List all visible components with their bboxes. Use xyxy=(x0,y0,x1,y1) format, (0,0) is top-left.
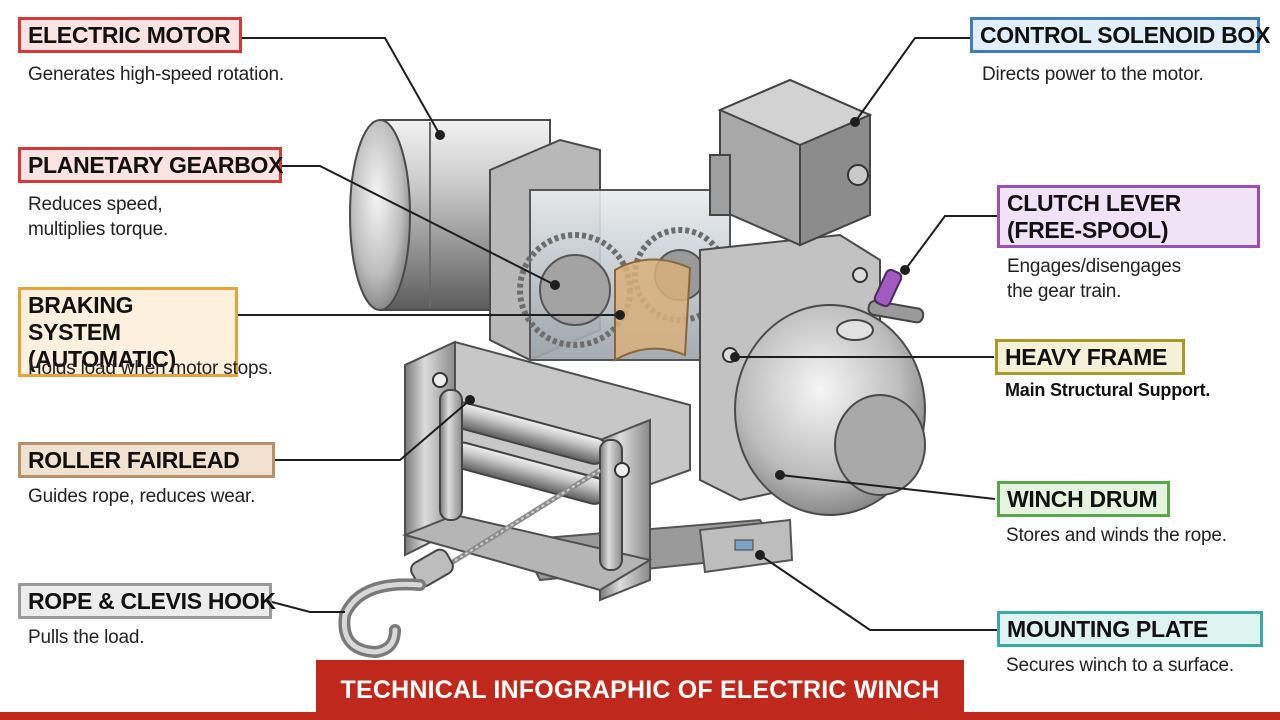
control-solenoid-box-label: CONTROL SOLENOID BOX xyxy=(970,17,1270,53)
rope-clevis-hook-desc: Pulls the load. xyxy=(28,627,145,648)
winch-drum-label: WINCH DRUM xyxy=(997,481,1170,517)
braking-system-label: BRAKING SYSTEM (AUTOMATIC) xyxy=(18,287,238,377)
roller-fairlead-shape xyxy=(401,340,691,602)
leader-dots xyxy=(435,117,910,560)
clutch-lever-shape xyxy=(867,268,925,324)
rope-clevis-hook-label: ROPE & CLEVIS HOOK xyxy=(18,583,276,619)
roller-fairlead-desc: Guides rope, reduces wear. xyxy=(28,486,256,507)
heavy-frame-desc: Main Structural Support. xyxy=(1005,380,1211,400)
clutch-lever-label: CLUTCH LEVER (FREE-SPOOL) xyxy=(997,185,1260,248)
electric-motor-desc: Generates high-speed rotation. xyxy=(28,64,284,85)
rope-and-hook-shape xyxy=(338,467,602,659)
electric-motor-shape xyxy=(349,119,551,311)
planetary-gearbox-label: PLANETARY GEARBOX xyxy=(18,147,283,183)
winch-drum-desc: Stores and winds the rope. xyxy=(1006,525,1227,546)
leader-lines xyxy=(238,37,1000,631)
page-title: TECHNICAL INFOGRAPHIC OF ELECTRIC WINCH xyxy=(316,660,964,720)
clutch-lever-desc: Engages/disengages the gear train. xyxy=(1007,256,1181,302)
mounting-plate-label: MOUNTING PLATE xyxy=(997,611,1263,647)
braking-system-desc: Holds load when motor stops. xyxy=(28,358,273,379)
control-solenoid-box-shape xyxy=(709,78,873,247)
winch-drum-shape xyxy=(734,304,926,516)
mounting-plate-desc: Secures winch to a surface. xyxy=(1006,655,1234,676)
planetary-gearbox-desc: Reduces speed, multiplies torque. xyxy=(28,194,169,240)
roller-fairlead-label: ROLLER FAIRLEAD xyxy=(18,442,275,478)
braking-system-shape xyxy=(614,258,692,362)
heavy-frame-label: HEAVY FRAME xyxy=(995,339,1185,375)
control-solenoid-box-desc: Directs power to the motor. xyxy=(982,64,1204,85)
electric-motor-label: ELECTRIC MOTOR xyxy=(18,17,242,53)
